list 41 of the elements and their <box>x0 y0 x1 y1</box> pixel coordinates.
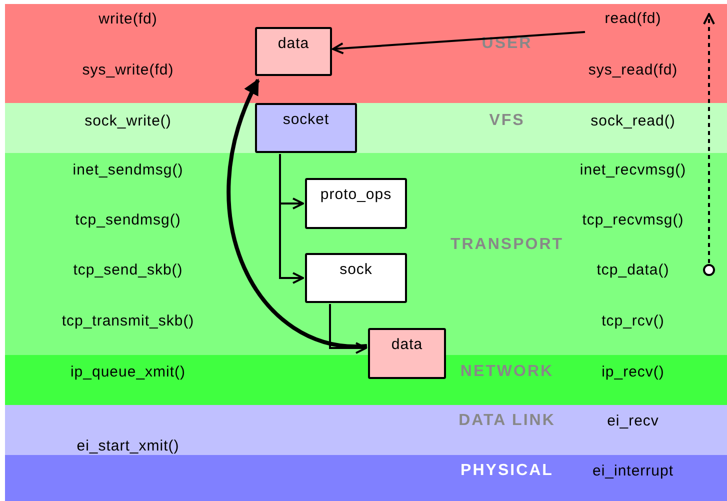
layer-name: VFS <box>489 112 525 130</box>
arrow <box>226 78 368 348</box>
function-name: sock_read() <box>590 112 676 130</box>
function-name: tcp_transmit_skb() <box>62 312 194 330</box>
function-name: ei_recv <box>607 412 659 430</box>
function-name: tcp_recvmsg() <box>582 212 684 228</box>
arrow <box>329 304 367 354</box>
arrow <box>279 154 304 284</box>
function-name: write(fd) <box>98 10 158 28</box>
function-name: sys_write(fd) <box>82 62 174 78</box>
arrow <box>332 31 586 54</box>
data-box: data <box>368 328 446 379</box>
data-link-layer-band <box>5 405 727 455</box>
function-name: tcp_sendmsg() <box>75 212 181 228</box>
user-layer-band <box>5 4 727 103</box>
function-name: ei_interrupt <box>592 462 674 480</box>
function-name: inet_recvmsg() <box>580 162 686 178</box>
function-name: tcp_rcv() <box>602 312 664 330</box>
function-name: tcp_send_skb() <box>73 262 183 278</box>
function-name: ip_queue_xmit() <box>70 364 186 380</box>
function-name: ip_recv() <box>602 364 664 380</box>
function-name: read(fd) <box>585 8 681 30</box>
struct-box: sock <box>305 253 407 303</box>
function-name: sys_read(fd) <box>588 62 678 78</box>
physical-layer-band <box>5 455 727 501</box>
data-box: data <box>255 27 332 76</box>
arrow <box>703 13 715 263</box>
struct-box: proto_ops <box>305 178 407 229</box>
vfs-layer-band <box>5 103 727 153</box>
transport-layer-band <box>5 153 727 355</box>
layer-name: PHYSICAL <box>460 462 554 480</box>
function-name: ei_start_xmit() <box>76 438 180 454</box>
function-name: inet_sendmsg() <box>72 162 184 178</box>
function-name: sock_write() <box>84 112 172 130</box>
layer-name: DATA LINK <box>458 412 556 430</box>
socket-box: socket <box>255 103 357 153</box>
layer-name: TRANSPORT <box>450 236 564 254</box>
network-layer-band <box>5 355 727 405</box>
function-name: tcp_data() <box>596 262 670 278</box>
layer-name: NETWORK <box>460 363 554 381</box>
start-circle <box>703 264 715 276</box>
